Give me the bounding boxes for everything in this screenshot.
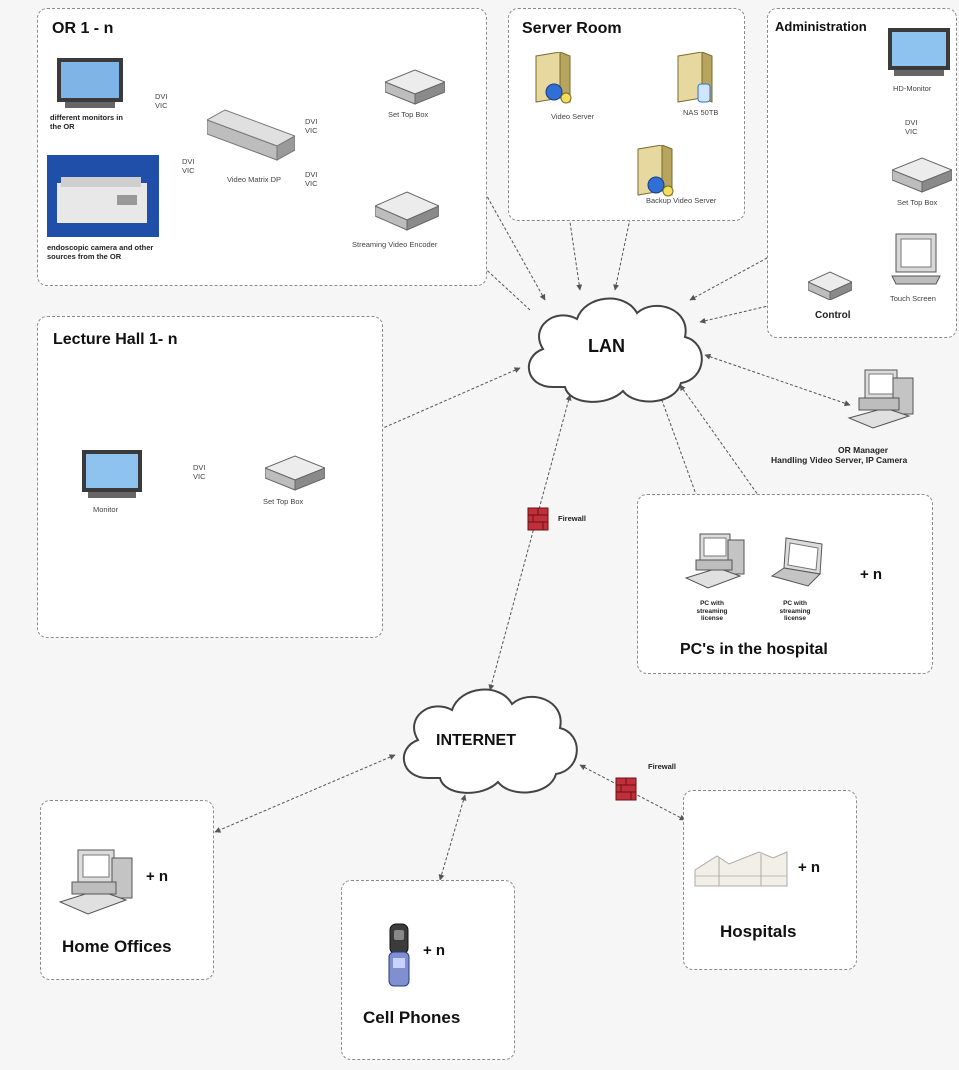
set-top-box-icon	[385, 66, 445, 106]
lan-cloud	[515, 287, 711, 409]
nas-label: NAS 50TB	[683, 108, 719, 117]
encoder-icon	[375, 188, 439, 232]
hospital-building-icon	[693, 842, 789, 892]
internet-cloud	[390, 678, 586, 800]
zone-home-title: Home Offices	[62, 937, 172, 956]
dvi-vic-4-label: DVI VIC	[305, 170, 318, 188]
zone-server	[508, 8, 745, 221]
firewall-icon	[526, 506, 550, 532]
stb-or-label: Set Top Box	[388, 110, 429, 119]
camera-icon	[47, 155, 159, 237]
dvi-vic-3-label: DVI VIC	[305, 117, 318, 135]
firewall-1-label: Firewall	[558, 514, 586, 523]
camera-label: endoscopic camera and other sources from…	[47, 243, 154, 261]
control-label: Control	[815, 310, 851, 321]
desktop-pc-icon	[684, 532, 748, 592]
zone-or-title: OR 1 - n	[52, 20, 114, 37]
dvi-vic-1-label: DVI VIC	[155, 92, 168, 110]
firewall-2-label: Firewall	[648, 762, 676, 771]
monitors-or-label: different monitors in the OR	[50, 113, 123, 131]
video-matrix-label: Video Matrix DP	[227, 175, 282, 184]
lecture-set-top-box-icon	[265, 452, 325, 492]
video-server-label: Video Server	[551, 112, 595, 121]
plus-home-label: + n	[146, 868, 169, 885]
zone-hospitals-title: Hospitals	[720, 922, 797, 941]
zone-cell	[341, 880, 515, 1060]
lecture-monitor-icon	[80, 448, 144, 502]
firewall-icon	[614, 776, 638, 802]
zone-lecture-title: Lecture Hall 1- n	[53, 331, 178, 348]
or-manager-label: OR Manager	[838, 445, 889, 455]
link-lan-ormanager	[704, 353, 851, 407]
home-pc-icon	[58, 848, 138, 916]
internet-label: INTERNET	[436, 732, 516, 749]
video-server-icon	[530, 52, 574, 106]
backup-server-icon	[632, 145, 676, 199]
monitor-lh-label: Monitor	[93, 505, 119, 514]
stb-lh-label: Set Top Box	[263, 497, 304, 506]
link-lan-internet	[488, 394, 572, 691]
lan-label: LAN	[588, 336, 625, 356]
zone-pcs	[637, 494, 933, 674]
zone-pcs-title: PC's in the hospital	[680, 641, 828, 658]
control-icon	[808, 270, 852, 300]
link-internet-home	[214, 754, 396, 833]
plus-pcs-label: + n	[860, 566, 883, 583]
zone-admin-title: Administration	[775, 19, 867, 34]
backup-server-label: Backup Video Server	[646, 196, 717, 205]
zone-lecture	[37, 316, 383, 638]
link-internet-cell	[438, 794, 467, 881]
touch-screen-icon	[890, 232, 944, 288]
admin-set-top-box-icon	[892, 154, 952, 194]
stb-admin-label: Set Top Box	[897, 198, 938, 207]
or-manager-desc: Handling Video Server, IP Camera	[771, 455, 908, 465]
hd-monitor-icon	[886, 26, 952, 80]
hd-monitor-label: HD-Monitor	[893, 84, 932, 93]
encoder-label: Streaming Video Encoder	[352, 240, 438, 249]
pc-streaming-1-label: PC with streaming license	[696, 600, 728, 622]
cell-phone-icon	[386, 922, 412, 988]
laptop-icon	[770, 536, 830, 592]
pc-streaming-2-label: PC with streaming license	[779, 600, 811, 622]
video-matrix-icon	[207, 106, 295, 164]
zone-server-title: Server Room	[522, 20, 622, 37]
nas-icon	[672, 52, 720, 106]
dvi-vic-admin-label: DVI VIC	[905, 118, 918, 136]
dvi-vic-2-label: DVI VIC	[182, 157, 195, 175]
zone-cell-title: Cell Phones	[363, 1008, 461, 1027]
plus-cell-label: + n	[423, 942, 446, 959]
plus-hosp-label: + n	[798, 859, 821, 876]
dvi-vic-lh-label: DVI VIC	[193, 463, 206, 481]
touch-screen-label: Touch Screen	[890, 294, 936, 303]
monitor-icon	[55, 56, 125, 112]
or-manager-pc-icon	[845, 368, 921, 438]
link-lan-pc2	[679, 384, 791, 541]
